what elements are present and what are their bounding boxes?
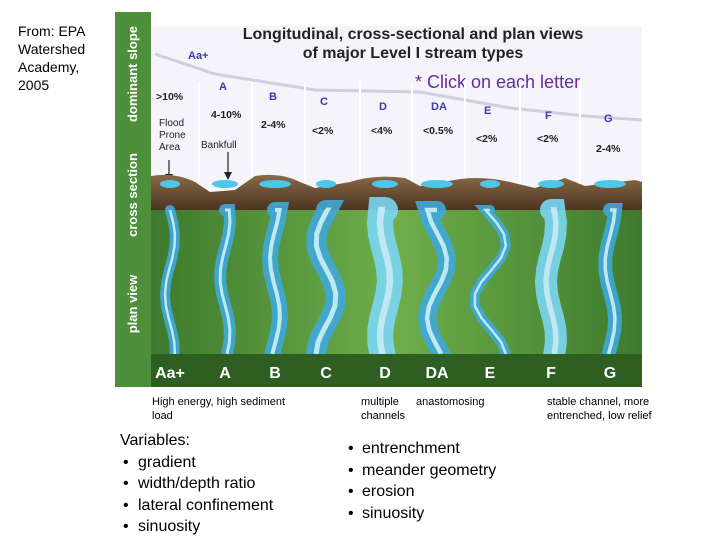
row-label-cross-section: cross section (125, 153, 140, 237)
row-label-plan-view: plan view (125, 274, 140, 333)
cross-section-channel (160, 180, 180, 188)
feature-item: sinuosity (348, 503, 496, 525)
note-high-energy: High energy, high sediment load (152, 396, 286, 422)
top-letter-f[interactable]: F (545, 110, 552, 122)
top-letter-e[interactable]: E (484, 105, 491, 117)
top-letter-b[interactable]: B (269, 91, 277, 103)
plan-view-channel-highlight (603, 208, 617, 355)
top-letter-aa-plus[interactable]: Aa+ (188, 50, 209, 62)
cross-section-channel (372, 180, 398, 188)
plan-view-channel-highlight (473, 208, 508, 355)
slope-profile (154, 52, 642, 122)
source-note: From: EPA Watershed Academy, 2005 (18, 23, 86, 93)
note-anastomosing: anastomosing (416, 396, 485, 408)
plan-view-channel-highlight (543, 207, 559, 355)
slope-label: <4% (371, 125, 393, 137)
cross-section-channel (259, 180, 291, 188)
bankfull-label: Bankfull (201, 140, 237, 151)
variables-heading: Variables: (120, 432, 190, 449)
top-letter-da[interactable]: DA (431, 101, 447, 113)
top-letter-d[interactable]: D (379, 101, 387, 113)
top-letter-c[interactable]: C (320, 96, 328, 108)
top-letter-a[interactable]: A (219, 81, 227, 93)
cross-section-channel (212, 180, 238, 188)
figure-title-line1: Longitudinal, cross-sectional and plan v… (243, 26, 584, 43)
plan-view-channel-highlight (376, 206, 394, 355)
plan-view-channel-highlight (218, 208, 232, 355)
feature-item: entrenchment (348, 438, 496, 460)
plan-view-channel-highlight (163, 209, 177, 355)
note-stable-channel: stable channel, more entrenched, low rel… (547, 396, 652, 422)
plan-view-channel-highlight (267, 208, 282, 355)
variable-item: gradient (120, 452, 273, 474)
variable-item: sinuosity (120, 516, 273, 538)
bottom-letter-e[interactable]: E (485, 365, 496, 382)
cross-section-channel (480, 180, 500, 188)
variable-item: width/depth ratio (120, 473, 273, 495)
feature-item: meander geometry (348, 460, 496, 482)
slope-label: <0.5% (423, 125, 454, 137)
bottom-letter-aa-plus[interactable]: Aa+ (155, 365, 185, 382)
plan-view-channel-highlight (424, 207, 450, 356)
bottom-letter-da[interactable]: DA (425, 365, 449, 382)
cross-section-channel (316, 180, 336, 188)
slope-label: >10% (156, 91, 184, 103)
slope-label: <2% (312, 125, 334, 137)
bottom-letter-b[interactable]: B (269, 365, 281, 382)
slope-label: <2% (476, 133, 498, 145)
figure-title-line2: of major Level I stream types (303, 45, 524, 62)
bottom-letter-c[interactable]: C (320, 365, 332, 382)
bottom-letter-d[interactable]: D (379, 365, 391, 382)
slope-label: 4-10% (211, 109, 242, 121)
bottom-letter-a[interactable]: A (219, 365, 231, 382)
cross-section-channel (421, 180, 453, 188)
row-label-slope: dominant slope (125, 26, 140, 122)
note-multiple-channels: multiple channels (361, 396, 406, 422)
features-list: entrenchment meander geometry erosion si… (348, 438, 496, 524)
bottom-letter-g[interactable]: G (604, 365, 616, 382)
plan-view-channel-highlight (313, 207, 339, 355)
slope-label: 2-4% (596, 143, 621, 155)
variables-list: Variables: gradient width/depth ratio la… (120, 430, 273, 538)
slope-label: 2-4% (261, 119, 286, 131)
feature-item: erosion (348, 481, 496, 503)
cross-section-channel (594, 180, 626, 188)
row-label-band (115, 12, 151, 387)
click-hint: * Click on each letter (415, 72, 580, 92)
variable-item: lateral confinement (120, 495, 273, 517)
bottom-letter-band (151, 354, 642, 387)
stream-types-figure: Longitudinal, cross-sectional and plan v… (115, 12, 642, 387)
top-letter-g[interactable]: G (604, 113, 613, 125)
bottom-letter-f[interactable]: F (546, 365, 556, 382)
cross-section-channel (538, 180, 564, 188)
slope-label: <2% (537, 133, 559, 145)
